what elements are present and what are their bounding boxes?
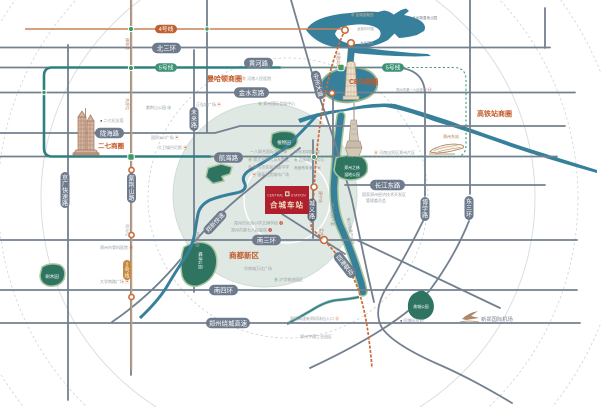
svg-text:Ⓜ 河南自贸区郑州片区: Ⓜ 河南自贸区郑州片区 bbox=[374, 149, 415, 155]
svg-text:南三环: 南三环 bbox=[257, 236, 277, 245]
svg-text:4号线: 4号线 bbox=[159, 25, 174, 33]
svg-text:美盛教育港湾 ▣: 美盛教育港湾 ▣ bbox=[294, 165, 321, 170]
svg-text:5号线: 5号线 bbox=[159, 64, 174, 72]
svg-text:二七商圈: 二七商圈 bbox=[98, 141, 125, 150]
svg-text:郑州东站: 郑州东站 bbox=[443, 133, 459, 139]
svg-text:格力电器产业园: 格力电器产业园 bbox=[346, 217, 356, 244]
svg-text:荆: 荆 bbox=[128, 181, 134, 189]
svg-text:郑民高速新郑机场出入口 ⑥: 郑民高速新郑机场出入口 ⑥ bbox=[290, 315, 339, 321]
svg-text:国家郑州经济技术开发区: 国家郑州经济技术开发区 bbox=[362, 191, 406, 197]
svg-text:郑州市骨科医院 Ⓗ: 郑州市骨科医院 Ⓗ bbox=[100, 244, 133, 250]
svg-text:快: 快 bbox=[62, 187, 68, 195]
svg-text:路: 路 bbox=[62, 200, 68, 208]
svg-text:郑州宇通工业园区: 郑州宇通工业园区 bbox=[300, 333, 332, 339]
svg-text:来: 来 bbox=[191, 116, 197, 123]
svg-text:CENTRAL: CENTRAL bbox=[267, 194, 283, 198]
svg-text:路: 路 bbox=[191, 122, 197, 130]
svg-text:紫荆山公园 ⊕: 紫荆山公园 ⊕ bbox=[146, 104, 171, 110]
svg-text:广: 广 bbox=[62, 180, 68, 188]
svg-text:Ⓢ 郑州市实验高级中学: Ⓢ 郑州市实验高级中学 bbox=[248, 164, 289, 170]
svg-text:华南城万达广场: 华南城万达广场 bbox=[244, 265, 272, 271]
svg-text:Ⓜ 沪华物流园区: Ⓜ 沪华物流园区 bbox=[274, 276, 303, 282]
svg-text:金水东路: 金水东路 bbox=[239, 88, 265, 97]
svg-text:博: 博 bbox=[422, 199, 428, 207]
svg-text:路: 路 bbox=[422, 212, 428, 220]
svg-text:陇海路: 陇海路 bbox=[100, 129, 120, 138]
svg-text:绕城公路: 绕城公路 bbox=[195, 232, 200, 247]
svg-text:康宁站: 康宁站 bbox=[318, 191, 324, 203]
svg-text:合城车站: 合城车站 bbox=[270, 200, 304, 210]
svg-text:植物园: 植物园 bbox=[277, 139, 291, 146]
svg-text:路: 路 bbox=[309, 213, 315, 221]
svg-text:湿地公园: 湿地公园 bbox=[344, 172, 360, 177]
svg-text:义: 义 bbox=[309, 207, 315, 214]
svg-text:未: 未 bbox=[191, 109, 197, 117]
svg-text:长江东路: 长江东路 bbox=[375, 181, 401, 190]
svg-text:⊕ 龙湖金融岛: ⊕ 龙湖金融岛 bbox=[351, 12, 374, 17]
svg-text:Ⓓ 河南人民医院: Ⓓ 河南人民医院 bbox=[242, 75, 271, 81]
svg-text:学: 学 bbox=[422, 205, 428, 213]
svg-text:国贸360广场 ▣: 国贸360广场 ▣ bbox=[151, 134, 179, 140]
svg-text:环: 环 bbox=[466, 212, 472, 219]
svg-text:城: 城 bbox=[309, 201, 315, 208]
svg-text:郑州市第一人民医院 Ⓗ: 郑州市第一人民医院 Ⓗ bbox=[396, 86, 431, 92]
svg-text:孟庄站: 孟庄站 bbox=[319, 228, 325, 240]
svg-text:2: 2 bbox=[126, 263, 129, 269]
svg-text:CBD商圈: CBD商圈 bbox=[349, 77, 378, 86]
svg-text:号: 号 bbox=[124, 268, 129, 274]
svg-text:北三环: 北三环 bbox=[157, 45, 177, 53]
svg-text:东: 东 bbox=[466, 198, 472, 206]
svg-text:管理委员会: 管理委员会 bbox=[366, 197, 386, 203]
svg-text:正弘城广场 ▣: 正弘城广场 ▣ bbox=[196, 101, 221, 107]
svg-text:紫: 紫 bbox=[128, 175, 134, 183]
svg-text:路: 路 bbox=[128, 194, 134, 202]
svg-text:南四环: 南四环 bbox=[214, 286, 234, 295]
svg-text:郑州之林: 郑州之林 bbox=[344, 165, 360, 170]
svg-text:绿地滨湖国际城: 绿地滨湖国际城 bbox=[294, 149, 320, 154]
svg-text:航海路: 航海路 bbox=[219, 153, 239, 162]
svg-text:一八联合国际学校 ⊕: 一八联合国际学校 ⊕ bbox=[250, 148, 287, 154]
svg-text:黄河路: 黄河路 bbox=[249, 59, 269, 68]
svg-text:北龙湖湿地公园: 北龙湖湿地公园 bbox=[412, 15, 438, 20]
svg-text:Ⓗ 郑大五附院郑东院区: Ⓗ 郑大五附院郑东院区 bbox=[248, 156, 289, 162]
svg-text:京: 京 bbox=[62, 174, 68, 182]
svg-text:速: 速 bbox=[62, 194, 68, 201]
svg-text:山: 山 bbox=[128, 188, 134, 196]
svg-text:郑州市实验小学文博学校 ❷: 郑州市实验小学文博学校 ❷ bbox=[234, 220, 283, 226]
svg-text:高铁站商圈: 高铁站商圈 bbox=[477, 109, 512, 118]
svg-text:金融岛站: 金融岛站 bbox=[336, 52, 342, 68]
svg-text:蝶湖公园: 蝶湖公园 bbox=[197, 252, 204, 269]
svg-text:● 二七纪念塔: ● 二七纪念塔 bbox=[100, 117, 124, 123]
svg-text:大卫城丹尼斯 ▣: 大卫城丹尼斯 ▣ bbox=[158, 144, 187, 150]
svg-text:龙湖中环路: 龙湖中环路 bbox=[357, 26, 375, 31]
svg-text:新郑国际机场: 新郑国际机场 bbox=[481, 315, 513, 323]
svg-text:▣ 银泰百货城市广场: ▣ 银泰百货城市广场 bbox=[252, 171, 289, 177]
svg-text:站马屯: 站马屯 bbox=[125, 224, 131, 236]
svg-text:柳林站: 柳林站 bbox=[125, 38, 131, 50]
svg-text:● 园博园东站: ● 园博园东站 bbox=[400, 317, 424, 323]
svg-text:5号线: 5号线 bbox=[386, 64, 401, 72]
svg-text:大学南路广场 ▣: 大学南路广场 ▣ bbox=[100, 278, 129, 284]
svg-text:南水北调干渠: 南水北调干渠 bbox=[330, 203, 335, 226]
svg-text:三: 三 bbox=[466, 205, 472, 212]
svg-text:树木园: 树木园 bbox=[45, 273, 59, 280]
svg-text:龙子湖站: 龙子湖站 bbox=[360, 40, 374, 45]
svg-text:STATION: STATION bbox=[291, 194, 306, 198]
svg-text:⊕ 正商城邻里中心: ⊕ 正商城邻里中心 bbox=[294, 157, 325, 162]
svg-text:郑州市第七人民医院 ❸: 郑州市第七人民医院 ❸ bbox=[231, 227, 272, 233]
svg-text:⊕ 郑州国际会展中心: ⊕ 郑州国际会展中心 bbox=[258, 100, 295, 106]
svg-text:线: 线 bbox=[124, 273, 129, 280]
svg-text:故城公园: 故城公园 bbox=[413, 304, 428, 309]
svg-text:关虎屯: 关虎屯 bbox=[125, 98, 131, 110]
svg-text:商都新区: 商都新区 bbox=[229, 250, 259, 260]
svg-text:郑州绕城高速: 郑州绕城高速 bbox=[209, 319, 248, 328]
svg-text:曼哈顿商圈: 曼哈顿商圈 bbox=[207, 74, 242, 83]
